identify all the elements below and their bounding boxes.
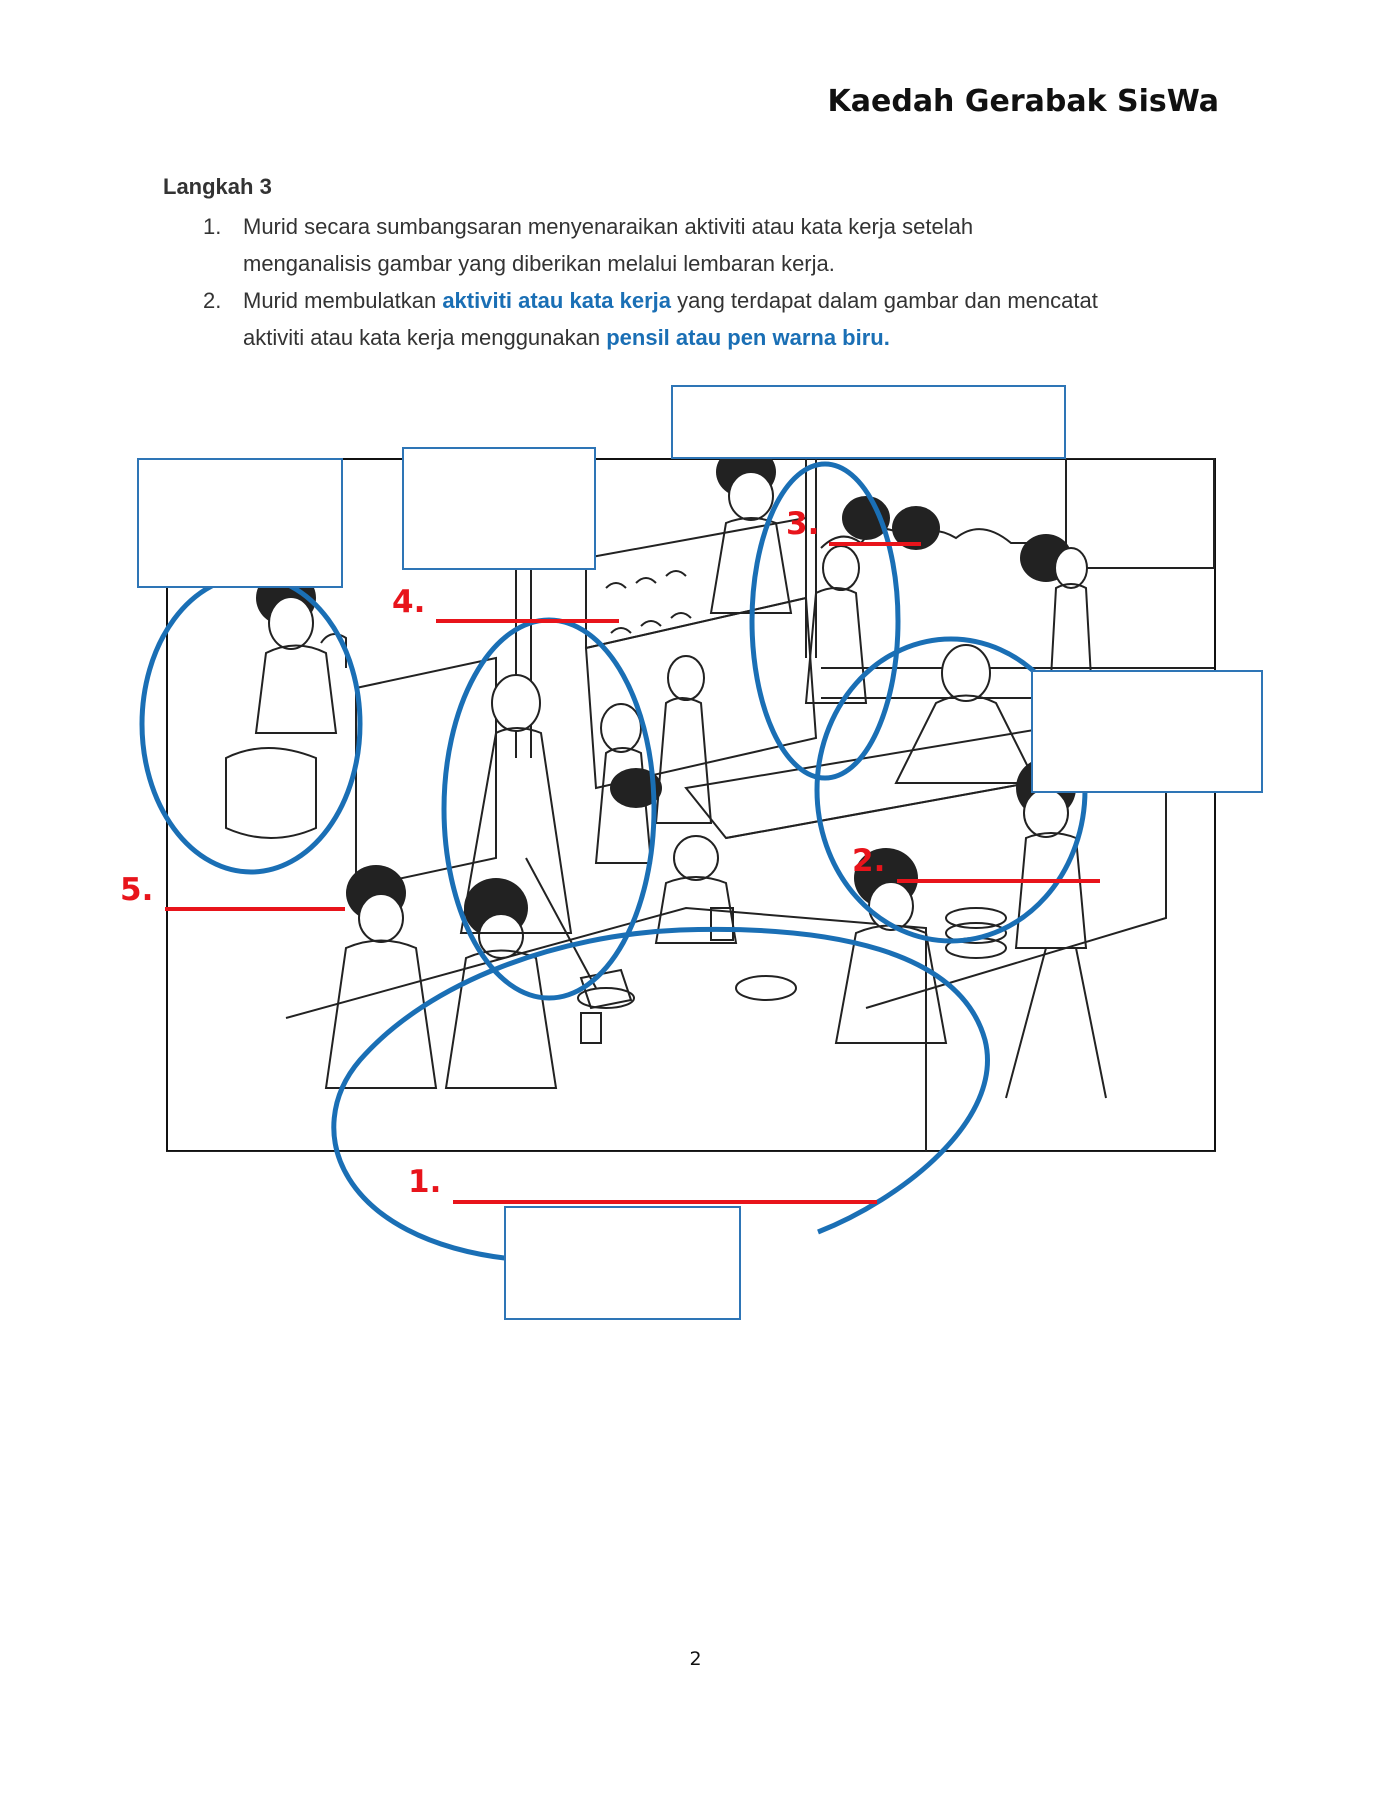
- answer-box[interactable]: [671, 385, 1066, 459]
- highlight-text: aktiviti atau kata kerja: [442, 288, 671, 313]
- instruction-text: Murid membulatkan: [243, 288, 443, 313]
- page-title: Kaedah Gerabak SisWa: [827, 84, 1220, 119]
- instruction-text: Murid secara sumbangsaran menyenaraikan …: [243, 214, 974, 239]
- instruction-text: menganalisis gambar yang diberikan melal…: [243, 251, 835, 276]
- label-number-2: 2.: [852, 843, 886, 879]
- highlight-text: pensil atau pen warna biru.: [606, 325, 890, 350]
- answer-box[interactable]: [402, 447, 596, 570]
- answer-blank-5[interactable]: [165, 907, 345, 911]
- answer-box[interactable]: [504, 1206, 741, 1320]
- instruction-text: aktiviti atau kata kerja menggunakan: [243, 325, 607, 350]
- instruction-number: 1.: [203, 214, 222, 239]
- label-number-3: 3.: [786, 506, 820, 542]
- answer-blank-1[interactable]: [453, 1200, 877, 1204]
- answer-blank-3[interactable]: [829, 542, 921, 546]
- instruction-item-2: 2. Murid membulatkan aktiviti atau kata …: [203, 282, 1243, 356]
- answer-blank-4[interactable]: [436, 619, 619, 623]
- answer-box[interactable]: [137, 458, 343, 588]
- answer-blank-2[interactable]: [897, 879, 1100, 883]
- answer-box[interactable]: [1031, 670, 1263, 793]
- step-heading: Langkah 3: [163, 174, 272, 199]
- instruction-text: yang terdapat dalam gambar dan mencatat: [671, 288, 1098, 313]
- instruction-number: 2.: [203, 288, 222, 313]
- label-number-4: 4.: [392, 584, 426, 620]
- page-number: 2: [689, 1648, 702, 1670]
- label-number-5: 5.: [120, 872, 154, 908]
- instruction-item-1: 1. Murid secara sumbangsaran menyenaraik…: [203, 208, 1243, 282]
- label-number-1: 1.: [408, 1164, 442, 1200]
